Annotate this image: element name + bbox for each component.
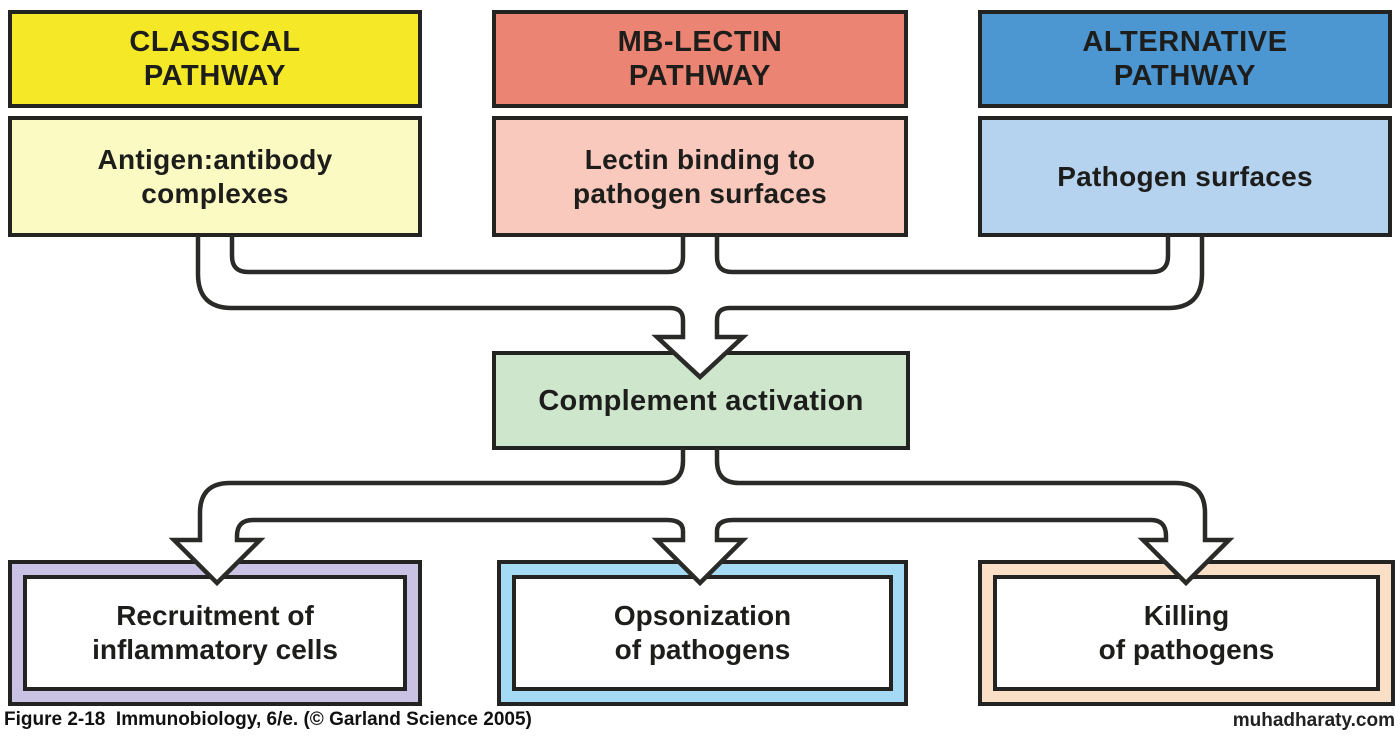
mb-lectin-trigger-line1: Lectin binding to [584,143,816,175]
killing-outcome-inner: Killing of pathogens [993,575,1380,691]
classical-pathway-header: CLASSICAL PATHWAY [8,10,422,108]
opsonization-outcome-box: Opsonization of pathogens [497,560,908,706]
opsonization-line2: of pathogens [614,634,791,665]
complement-activation-box: Complement activation [492,351,910,450]
opsonization-outcome-inner: Opsonization of pathogens [512,575,893,691]
complement-activation-label: Complement activation [538,384,864,417]
alternative-pathway-header: ALTERNATIVE PATHWAY [978,10,1392,108]
mb-lectin-trigger-box: Lectin binding to pathogen surfaces [492,116,908,237]
killing-line1: Killing [1143,600,1230,631]
classical-trigger-line1: Antigen:antibody [97,143,333,175]
alternative-trigger-box: Pathogen surfaces [978,116,1392,237]
classical-pathway-title-line1: CLASSICAL [129,26,301,58]
mb-lectin-pathway-header: MB-LECTIN PATHWAY [492,10,908,108]
converge-left-inner-wall [229,235,686,275]
classical-trigger-box: Antigen:antibody complexes [8,116,422,237]
recruitment-outcome-box: Recruitment of inflammatory cells [8,560,422,706]
classical-trigger-line2: complexes [141,177,289,209]
opsonization-line1: Opsonization [613,600,792,631]
recruitment-line2: inflammatory cells [92,634,338,665]
killing-outcome-box: Killing of pathogens [978,560,1395,706]
alternative-pathway-title-line2: PATHWAY [1113,60,1257,92]
mb-lectin-pathway-title-line2: PATHWAY [628,60,772,92]
killing-line2: of pathogens [1098,634,1275,665]
converge-right-inner-wall [714,235,1171,275]
recruitment-line1: Recruitment of [116,600,314,631]
mb-lectin-trigger-line2: pathogen surfaces [572,177,828,209]
mb-lectin-pathway-title-line1: MB-LECTIN [617,26,783,58]
classical-pathway-title-line2: PATHWAY [143,60,287,92]
alternative-trigger-line1: Pathogen surfaces [1057,160,1313,192]
site-watermark: muhadharaty.com [1232,710,1395,731]
alternative-pathway-title-line1: ALTERNATIVE [1082,26,1288,58]
figure-caption: Figure 2-18 Immunobiology, 6/e. (© Garla… [4,709,532,730]
recruitment-outcome-inner: Recruitment of inflammatory cells [23,575,407,691]
